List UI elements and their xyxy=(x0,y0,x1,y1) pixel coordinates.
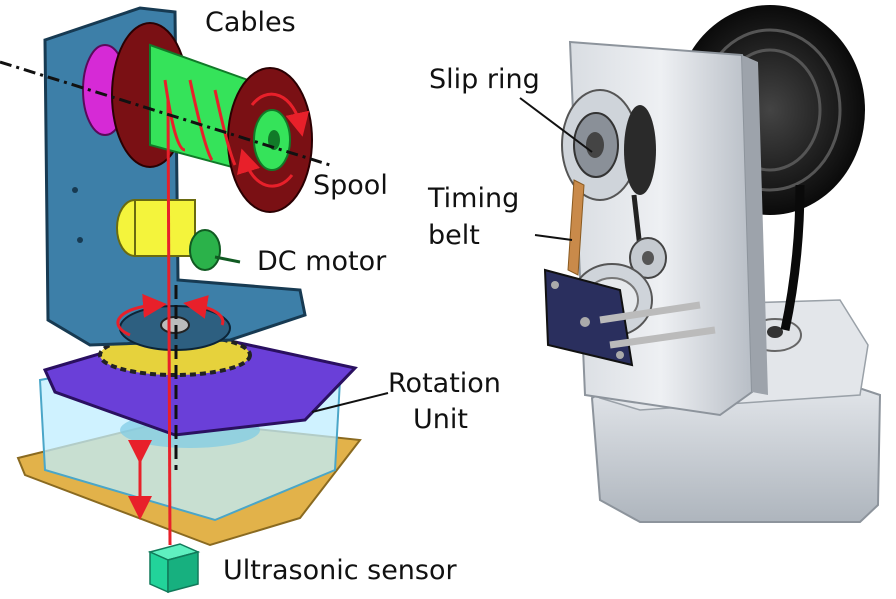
motor-bracket-bolt xyxy=(551,281,559,289)
cad-model xyxy=(0,6,389,594)
label-rotation-unit-line1: Rotation xyxy=(388,368,501,399)
slip-ring-center xyxy=(586,132,604,158)
label-timing-belt-line2: belt xyxy=(428,220,480,251)
device-photo xyxy=(519,5,882,523)
label-ultrasonic-sensor: Ultrasonic sensor xyxy=(223,555,457,586)
pulley-small-hub xyxy=(642,251,654,265)
label-spool: Spool xyxy=(313,170,388,201)
motor-bracket xyxy=(543,268,634,367)
ultrasonic-sensor-cube-icon xyxy=(149,550,169,594)
cable-strand xyxy=(780,184,805,331)
aluminium-edge xyxy=(742,55,768,395)
pulley-large xyxy=(624,105,656,195)
dc-motor-shaft xyxy=(214,255,241,264)
support-rod xyxy=(609,326,716,349)
dc-motor-gearbox xyxy=(189,229,221,271)
label-slip-ring: Slip ring xyxy=(429,64,540,95)
bracket-hole xyxy=(77,237,83,243)
ultrasonic-sensor-cube-icon xyxy=(167,551,199,593)
support-rod xyxy=(599,301,701,324)
turntable-rotation-arrow-icon xyxy=(183,295,225,326)
cable-line xyxy=(166,99,172,546)
label-cables: Cables xyxy=(205,7,296,38)
motor-bracket-bolt xyxy=(580,317,590,327)
dc-motor-body xyxy=(134,199,196,257)
slip-ring-leader xyxy=(519,97,593,153)
cable-winding xyxy=(213,89,237,166)
label-dc-motor: DC motor xyxy=(257,246,387,277)
turntable-rotation-arrow-icon xyxy=(116,293,167,337)
spool-rotation-arrow-icon xyxy=(237,148,294,188)
motor-bracket-bolt xyxy=(616,351,624,359)
label-rotation-unit-line2: Unit xyxy=(413,404,468,435)
rotation-unit-leader xyxy=(311,392,389,413)
spool-axis xyxy=(0,60,331,167)
base-center-hole xyxy=(767,326,783,338)
spool-axle xyxy=(268,130,280,150)
cable-winding xyxy=(188,79,214,161)
bracket-hole xyxy=(72,187,78,193)
cable-winding xyxy=(163,79,186,152)
label-timing-belt-line1: Timing xyxy=(427,183,519,214)
timing-belt-leader xyxy=(534,234,573,241)
timing-belt-strip xyxy=(631,194,643,249)
spool-rotation-arrow-icon xyxy=(250,92,310,137)
